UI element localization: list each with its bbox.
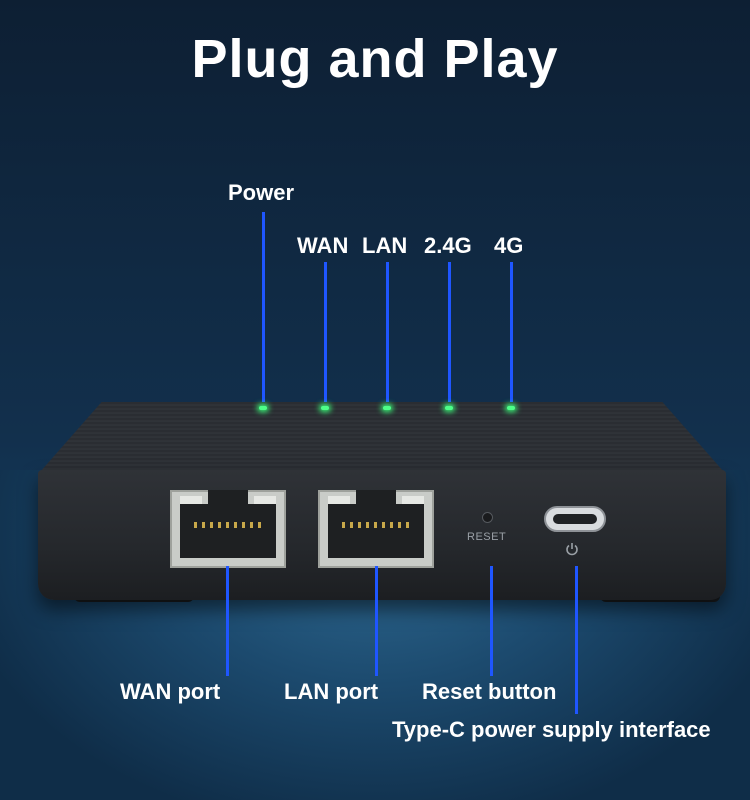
lan-port-tab-left	[328, 496, 350, 504]
lan-port-tab-right	[402, 496, 424, 504]
label-power: Power	[228, 180, 295, 205]
wan-port	[170, 490, 286, 568]
4g-led	[507, 406, 515, 410]
label-2-4g: 2.4G	[424, 233, 472, 258]
wan-port-tab-left	[180, 496, 202, 504]
label-wan: WAN	[297, 233, 349, 258]
wan-port-pointer-line	[226, 566, 229, 676]
reset-print: RESET	[467, 531, 507, 543]
2-4g-led	[445, 406, 453, 410]
type-c-port	[544, 506, 606, 532]
lan-port-socket	[328, 504, 424, 558]
power-pointer-line	[262, 212, 265, 404]
4g-pointer-line	[510, 262, 513, 404]
type-c-pointer-line	[575, 566, 578, 714]
label-reset-button: Reset button	[422, 679, 557, 704]
label-type-c-interface: Type-C power supply interface	[392, 717, 711, 742]
wan-port-tab-right	[254, 496, 276, 504]
wan-led	[321, 406, 329, 410]
lan-port-pointer-line	[375, 566, 378, 676]
reset-pinhole	[482, 512, 493, 523]
page-title: Plug and Play	[191, 29, 559, 89]
label-4g: 4G	[494, 233, 524, 258]
label-lan: LAN	[362, 233, 408, 258]
reset-pointer-line	[490, 566, 493, 676]
label-lan-port: LAN port	[284, 679, 379, 704]
device-top-panel	[40, 402, 724, 472]
wan-port-socket	[180, 504, 276, 558]
power-icon	[566, 543, 578, 556]
lan-port-pins	[342, 522, 410, 528]
lan-port	[318, 490, 434, 568]
wan-port-notch	[208, 490, 248, 504]
lan-pointer-line	[386, 262, 389, 404]
2-4g-pointer-line	[448, 262, 451, 404]
wan-port-pins	[194, 522, 262, 528]
wan-pointer-line	[324, 262, 327, 404]
power-led	[259, 406, 267, 410]
type-c-socket	[553, 514, 597, 524]
lan-port-notch	[356, 490, 396, 504]
lan-led	[383, 406, 391, 410]
label-wan-port: WAN port	[120, 679, 221, 704]
